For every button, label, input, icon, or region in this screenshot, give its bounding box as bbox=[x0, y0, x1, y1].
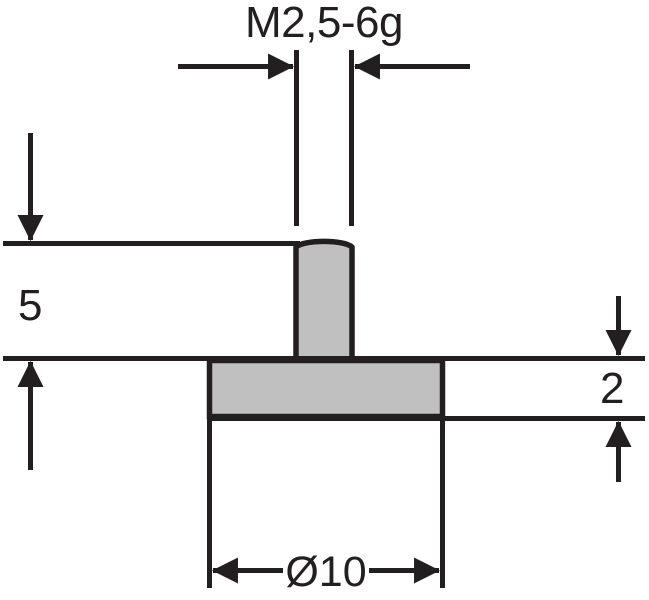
dimension-label-plate-thickness: 2 bbox=[600, 364, 624, 413]
dimension-thread: M2,5-6g bbox=[178, 0, 470, 226]
dimension-plate-thickness: 2 bbox=[600, 296, 632, 482]
dimension-label-plate-diameter: Ø10 bbox=[285, 548, 366, 596]
dimension-stud-height: 5 bbox=[17, 133, 44, 470]
base-plate-body bbox=[206, 357, 446, 420]
threaded-stud-body bbox=[293, 238, 355, 363]
dimension-label-thread: M2,5-6g bbox=[245, 0, 403, 47]
part-geometry bbox=[3, 238, 645, 421]
dimension-label-stud-height: 5 bbox=[18, 281, 42, 330]
dimension-plate-diameter: Ø10 bbox=[207, 418, 445, 596]
